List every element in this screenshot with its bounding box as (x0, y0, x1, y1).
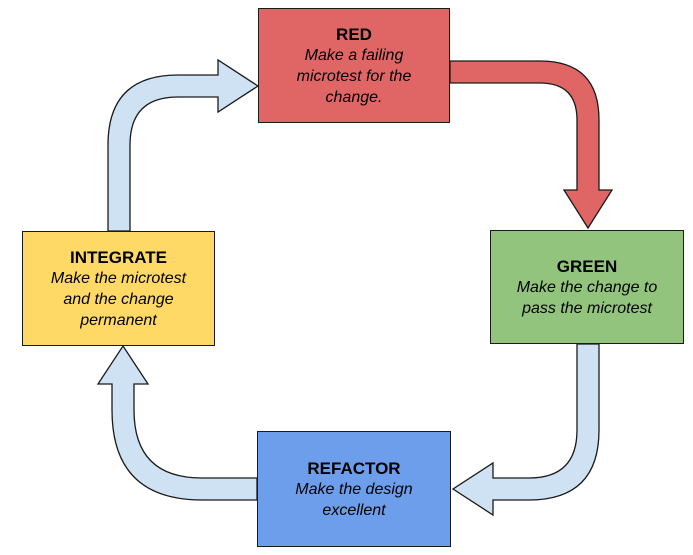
description-line: excellent (322, 501, 386, 519)
stage-integrate-description: Make the microtest and the change permanen… (51, 268, 186, 331)
stage-green-description: Make the change to pass the microtest (517, 277, 658, 319)
arrow-integrate-to-red (107, 58, 260, 232)
stage-integrate-title: INTEGRATE (70, 247, 167, 267)
stage-red-box: RED Make a failing microtest for the chang… (258, 8, 450, 123)
stage-refactor-title: REFACTOR (307, 458, 401, 478)
stage-green-title: GREEN (556, 256, 618, 276)
arrow-refactor-to-integrate (96, 344, 258, 501)
description-line: microtest for the (296, 67, 412, 85)
stage-green-box: GREEN Make the change to pass the microte… (490, 230, 684, 344)
arrow-green-to-refactor (451, 343, 600, 517)
stage-red-description: Make a failing microtest for the change. (297, 45, 412, 108)
description-line: and the change (63, 290, 174, 308)
description-line: permanent (80, 311, 157, 329)
description-line: pass the microtest (522, 299, 652, 317)
description-line: Make the design (295, 480, 413, 498)
description-line: Make the change to (516, 278, 658, 296)
description-line: Make a failing (304, 46, 404, 64)
stage-integrate-box: INTEGRATE Make the microtest and the chan… (22, 231, 215, 346)
stage-refactor-description: Make the design excellent (295, 479, 412, 521)
stage-refactor-box: REFACTOR Make the design excellent (257, 431, 451, 547)
arrow-red-to-green (449, 60, 614, 230)
description-line: change. (325, 88, 383, 106)
description-line: Make the microtest (50, 269, 187, 287)
stage-red-title: RED (336, 24, 372, 44)
